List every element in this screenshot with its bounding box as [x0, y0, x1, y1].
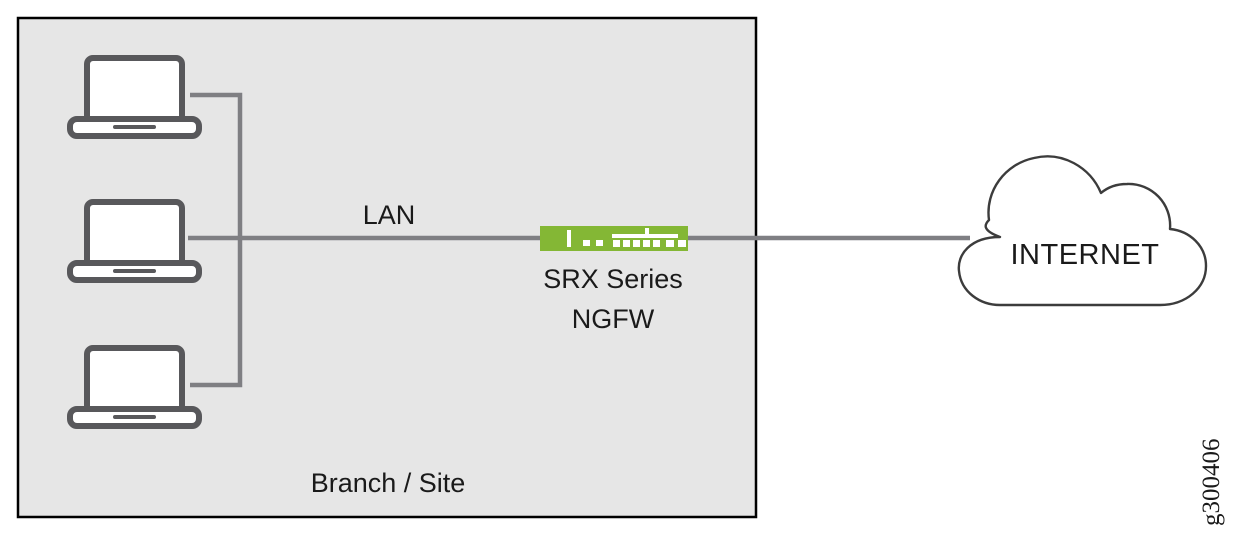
appliance-port: [643, 240, 650, 247]
figure-id-watermark: g300406: [1198, 439, 1225, 527]
laptop-screen: [84, 199, 185, 269]
firewall-appliance-icon: [540, 226, 688, 251]
appliance-port: [623, 240, 630, 247]
internet-cloud[interactable]: INTERNET: [957, 155, 1208, 307]
link-laptop-bottom: [190, 238, 243, 388]
laptop-screen: [84, 55, 185, 125]
laptop-trackpad: [113, 125, 156, 129]
lan-link-label: LAN: [363, 200, 416, 230]
laptop-middle[interactable]: [67, 199, 202, 283]
laptop-trackpad: [113, 269, 156, 273]
appliance-port: [613, 240, 620, 247]
appliance-port: [666, 240, 674, 247]
branch-site-label: Branch / Site: [311, 468, 466, 498]
srx-device-label-line2: NGFW: [572, 304, 655, 334]
cloud-shape: [957, 155, 1208, 307]
appliance-rail-tick: [645, 228, 649, 236]
appliance-status-bar: [567, 230, 571, 247]
laptop-trackpad: [113, 415, 156, 419]
srx-device[interactable]: [540, 226, 688, 251]
internet-cloud-label: INTERNET: [1011, 239, 1160, 271]
connection-lines: [188, 92, 970, 388]
appliance-led: [596, 240, 603, 246]
laptop-bottom[interactable]: [67, 345, 202, 429]
laptop-screen: [84, 345, 185, 415]
appliance-port: [633, 240, 640, 247]
appliance-led: [583, 240, 590, 246]
laptop-top[interactable]: [67, 55, 202, 139]
srx-device-label-line1: SRX Series: [543, 264, 683, 294]
appliance-port: [678, 240, 686, 247]
link-laptop-top: [190, 92, 243, 238]
appliance-port: [653, 240, 660, 247]
